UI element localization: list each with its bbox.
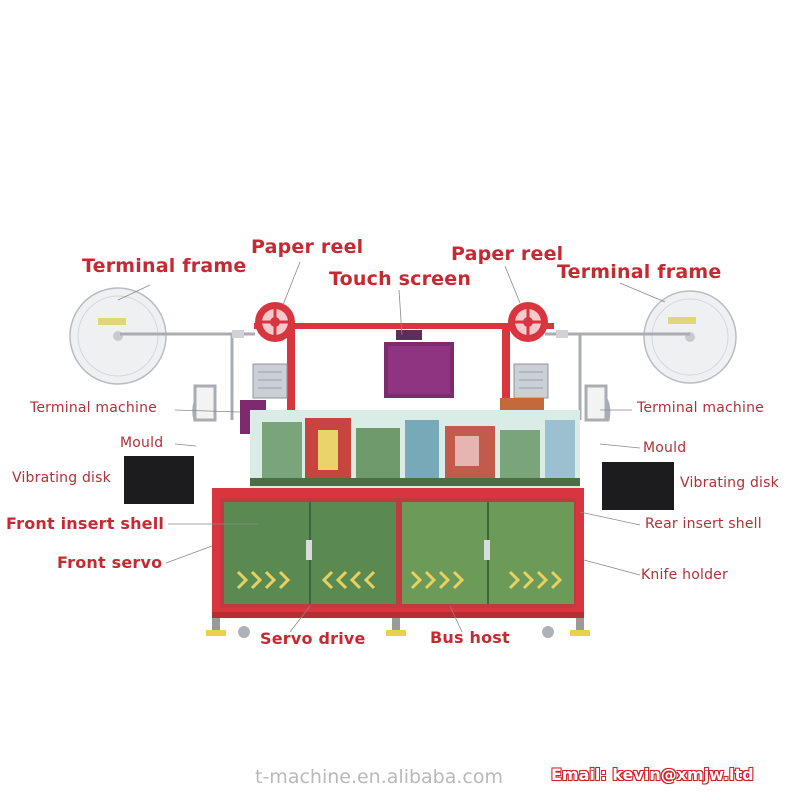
- machine-cabinet: [212, 488, 584, 618]
- label-vibrating-disk-right: Vibrating disk: [680, 475, 779, 491]
- leader-lines: [117, 261, 666, 633]
- label-rear-insert-shell: Rear insert shell: [645, 516, 762, 532]
- touch-screen-panel: [384, 330, 454, 398]
- site-watermark: t-machine.en.alibaba.com: [255, 766, 503, 788]
- label-terminal-machine-left: Terminal machine: [30, 400, 157, 416]
- label-knife-holder: Knife holder: [641, 567, 728, 583]
- left-vibrating-disk: [124, 456, 194, 504]
- label-front-servo: Front servo: [57, 553, 163, 572]
- left-terminal-reel: [69, 287, 167, 385]
- label-terminal-machine-right: Terminal machine: [637, 400, 764, 416]
- right-terminal-reel: [643, 290, 737, 384]
- label-mould-right: Mould: [643, 440, 687, 456]
- right-paper-reel: [508, 302, 548, 342]
- label-mould-left: Mould: [120, 435, 164, 451]
- label-paper-reel-right: Paper reel: [451, 243, 564, 265]
- contact-email: Email: kevin@xmjw.ltd: [551, 765, 754, 784]
- label-servo-drive: Servo drive: [260, 629, 366, 648]
- label-front-insert-shell: Front insert shell: [6, 514, 165, 533]
- label-vibrating-disk-left: Vibrating disk: [12, 470, 111, 486]
- label-terminal-frame-left: Terminal frame: [82, 255, 247, 277]
- label-terminal-frame-right: Terminal frame: [557, 261, 722, 283]
- left-paper-reel: [255, 302, 295, 342]
- label-bus-host: Bus host: [430, 628, 510, 647]
- label-paper-reel-left: Paper reel: [251, 236, 364, 258]
- assembly-mechanism: [250, 410, 580, 488]
- right-vibrating-disk: [602, 462, 674, 510]
- machine-feet: [206, 618, 590, 638]
- label-touch-screen: Touch screen: [329, 268, 472, 290]
